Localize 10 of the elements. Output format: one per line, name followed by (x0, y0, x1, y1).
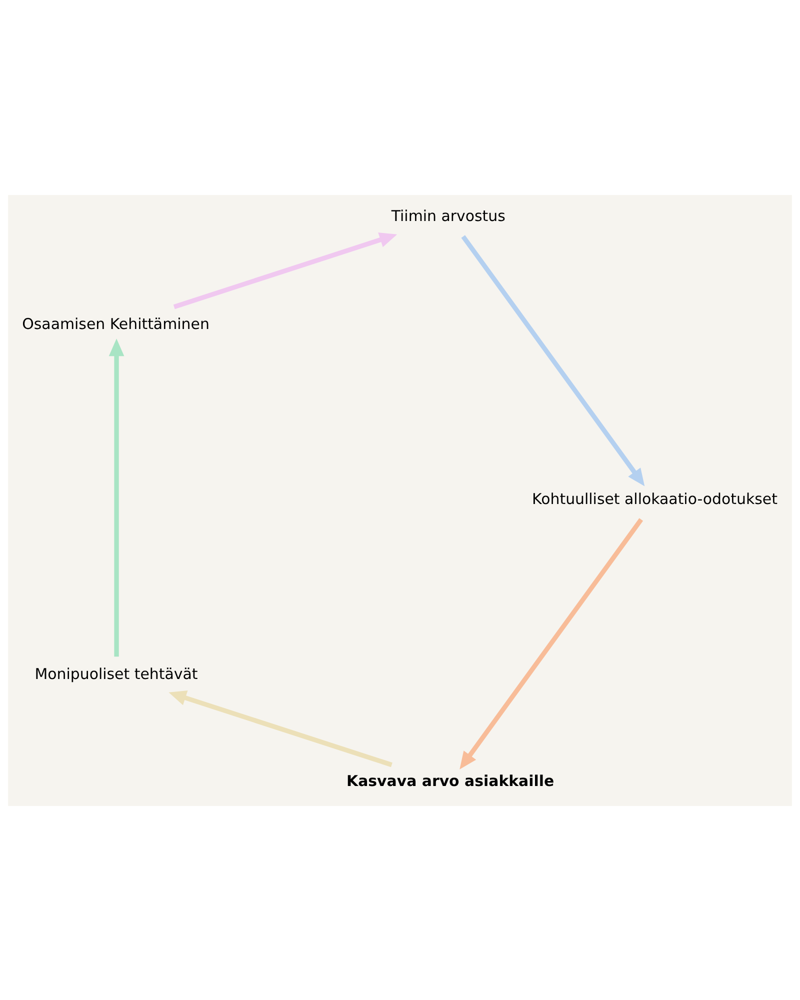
arrow (460, 518, 644, 769)
node-text: Kasvava arvo asiakkaille (346, 772, 554, 790)
arrow (108, 338, 124, 656)
arrow (461, 234, 645, 486)
arrow (173, 232, 398, 309)
node-text: Kohtuulliset allokaatio-odotukset (532, 490, 778, 508)
node-text: Monipuoliset tehtävät (34, 664, 198, 682)
arrow (168, 690, 392, 767)
node-text: Osaamisen Kehittäminen (22, 314, 210, 333)
node-text: Tiimin arvostus (391, 206, 506, 224)
